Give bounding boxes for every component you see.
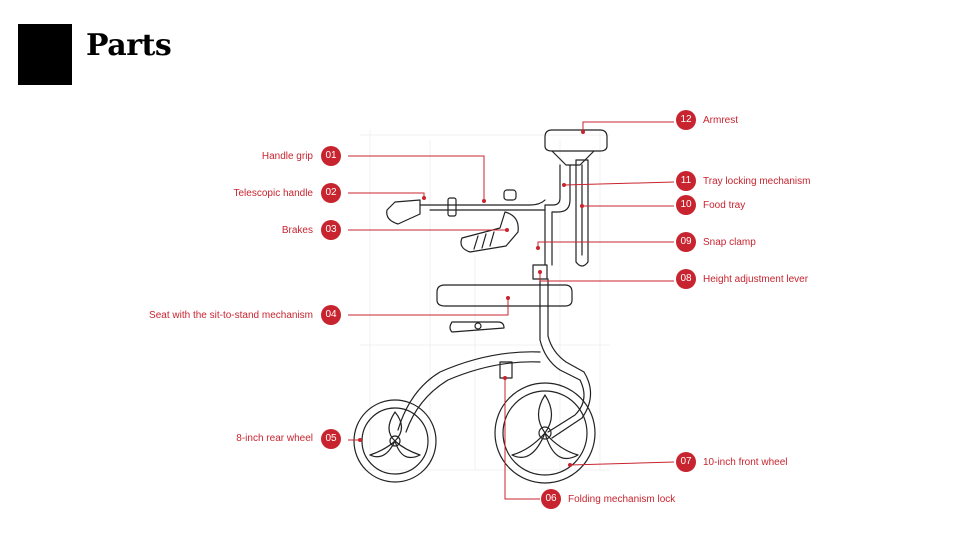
leader-dots — [358, 130, 585, 467]
badge-05: 05 — [321, 429, 341, 449]
label-snap-clamp: Snap clamp — [703, 237, 756, 248]
badge-07: 07 — [676, 452, 696, 472]
logo-square — [18, 24, 72, 85]
badge-02: 02 — [321, 183, 341, 203]
label-folding-lock: Folding mechanism lock — [568, 494, 676, 505]
leader-lines — [348, 121, 675, 500]
label-handle-grip: Handle grip — [261, 151, 313, 162]
label-telescopic-handle: Telescopic handle — [233, 188, 314, 199]
label-food-tray: Food tray — [703, 200, 746, 211]
label-tray-lock: Tray locking mechanism — [703, 176, 811, 187]
label-height-lever: Height adjustment lever — [703, 274, 809, 285]
badge-01: 01 — [321, 146, 341, 166]
badge-11: 11 — [676, 171, 696, 191]
badge-08: 08 — [676, 269, 696, 289]
badge-12: 12 — [676, 110, 696, 130]
badge-10: 10 — [676, 195, 696, 215]
label-brakes: Brakes — [281, 225, 313, 236]
page-title: Parts — [86, 28, 172, 63]
badge-03: 03 — [321, 220, 341, 240]
badge-06: 06 — [541, 489, 561, 509]
label-armrest: Armrest — [703, 115, 738, 126]
label-front-wheel: 10-inch front wheel — [703, 457, 788, 468]
badge-04: 04 — [321, 305, 341, 325]
label-rear-wheel: 8-inch rear wheel — [236, 433, 313, 444]
label-seat: Seat with the sit-to-stand mechanism — [149, 310, 313, 321]
badge-09: 09 — [676, 232, 696, 252]
walker-drawing — [353, 129, 608, 484]
